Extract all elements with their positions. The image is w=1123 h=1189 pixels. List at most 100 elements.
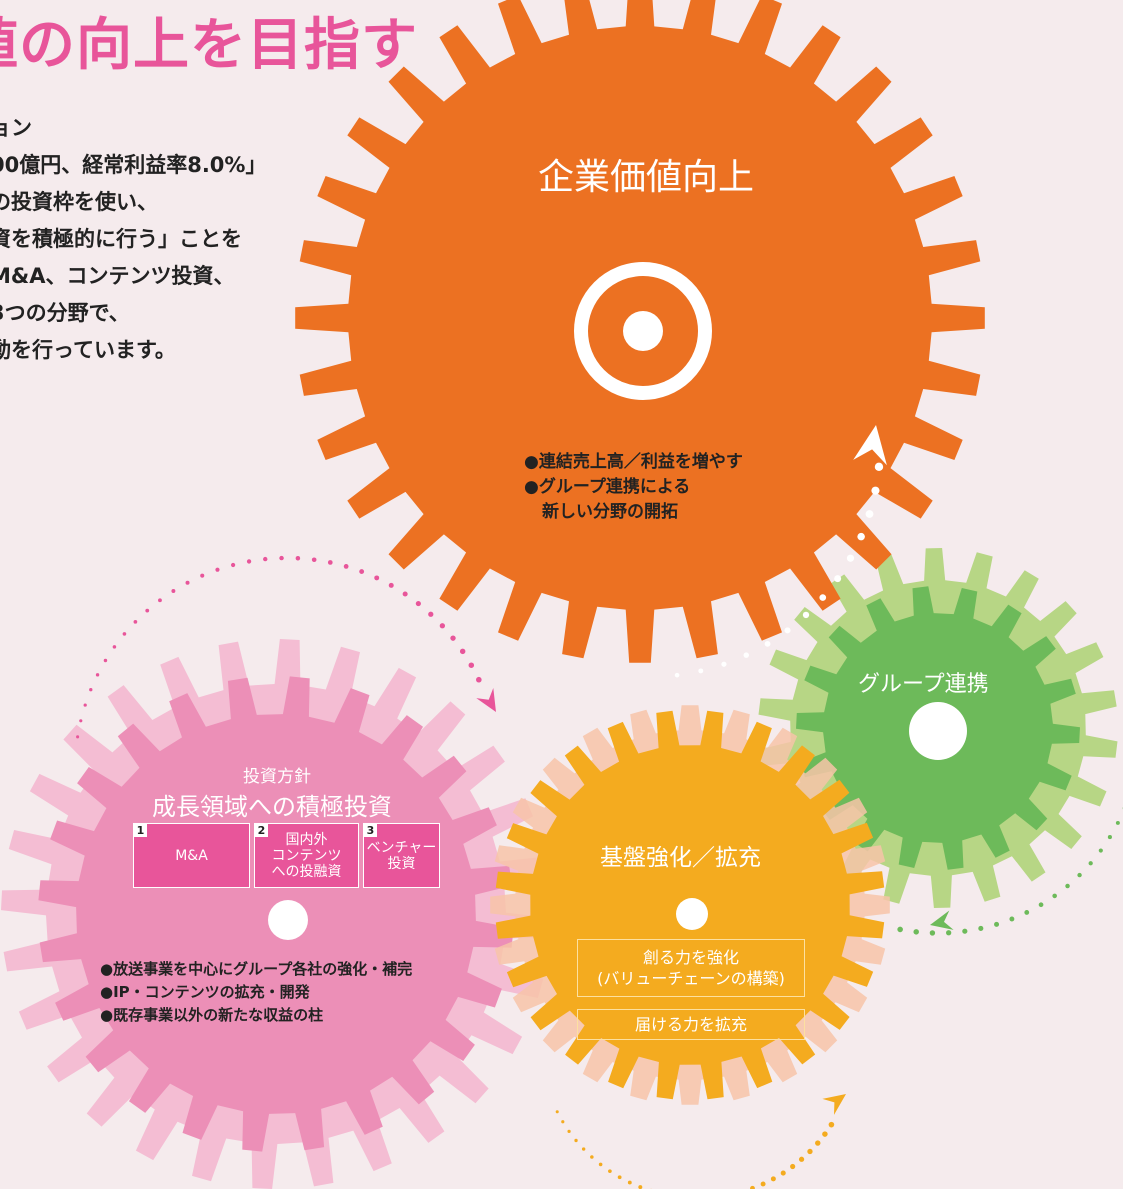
pink-cycle-arrow-dot	[215, 567, 220, 572]
base-box-create: 創る力を強化 (バリューチェーンの構築)	[577, 939, 805, 997]
pink-cycle-arrow-dot	[388, 582, 394, 588]
green-cycle-arrow-dot	[1098, 848, 1103, 853]
group-gear-label: グループ連携	[858, 672, 989, 697]
yellow-cycle-arrow-dot	[828, 1121, 835, 1128]
base-gear-label: 基盤強化／拡充	[600, 845, 761, 871]
green-cycle-arrow-dot	[929, 930, 936, 936]
pink-cycle-arrow-dot	[89, 688, 93, 692]
yellow-cycle-arrow-dot	[561, 1120, 565, 1124]
pink-cycle-arrow-dot	[295, 556, 301, 561]
yellow-cycle-arrow-dot	[574, 1138, 578, 1143]
pink-cycle-arrow-dot	[103, 658, 108, 663]
box-number: 2	[255, 824, 268, 837]
yellow-cycle-arrow-dot	[770, 1176, 776, 1182]
green-cycle-arrow-dot	[962, 928, 968, 934]
pink-cycle-arrow-dot	[95, 673, 100, 677]
main-cycle-arrow-dot	[802, 611, 810, 619]
base-box-deliver: 届ける力を拡充	[577, 1009, 805, 1040]
green-cycle-arrow-dot	[1088, 861, 1093, 866]
intro-line: 3つの分野で、	[0, 301, 130, 325]
pink-cycle-arrow-dot	[246, 559, 252, 564]
yellow-cycle-arrow-dot	[807, 1148, 813, 1155]
main-gear-bullets: ●連結売上高／利益を増やす ●グループ連携による 新しい分野の開拓	[524, 450, 743, 525]
invest-gear-label: 成長領域への積極投資	[152, 793, 392, 821]
pink-cycle-arrow-dot	[450, 635, 456, 641]
box-text: ベンチャー 投資	[366, 839, 437, 872]
target-ring-icon	[574, 262, 712, 400]
bullet-item: ●グループ連携による	[524, 477, 691, 497]
pink-cycle-arrow-dot	[200, 573, 205, 578]
pink-cycle-arrow-dot	[415, 601, 421, 607]
yellow-cycle-arrow-dot	[627, 1180, 632, 1185]
invest-gear-sublabel: 投資方針	[243, 767, 311, 787]
bullet-item: ●IP・コンテンツの拡充・開発	[100, 983, 310, 1001]
yellow-cycle-arrow-dot	[798, 1156, 805, 1162]
main-cycle-arrow-dot	[721, 661, 727, 667]
yellow-cycle-arrow-dot	[760, 1181, 766, 1187]
pink-cycle-arrowhead-icon	[476, 688, 496, 712]
green-cycle-arrow-dot	[1065, 883, 1070, 889]
bullet-item: ●連結売上高／利益を増やす	[524, 452, 743, 472]
pink-cycle-arrow-dot	[374, 575, 380, 581]
yellow-cycle-arrow-dot	[790, 1163, 796, 1170]
investment-box-ma: 1 M&A	[133, 823, 250, 888]
pink-cycle-arrow-dot	[439, 623, 446, 629]
main-cycle-arrowhead-icon	[853, 425, 887, 466]
pink-cycle-arrow-dot	[83, 703, 87, 707]
pink-cycle-arrow-dot	[459, 648, 466, 655]
bullet-item: 新しい分野の開拓	[542, 502, 678, 522]
pink-cycle-arrow-dot	[145, 608, 150, 613]
pink-cycle-arrow-dot	[263, 556, 268, 562]
green-cycle-arrow-dot	[913, 929, 919, 935]
main-cycle-arrow-dot	[784, 627, 791, 634]
pink-cycle-arrow-dot	[76, 735, 80, 739]
pink-cycle-arrow-dot	[79, 719, 83, 723]
yellow-cycle-arrow-dot	[608, 1169, 612, 1174]
investment-box-venture: 3 ベンチャー 投資	[363, 823, 440, 888]
pink-cycle-arrow-dot	[279, 555, 284, 561]
page-title: 値の向上を目指す	[0, 13, 418, 78]
target-center-icon	[623, 311, 663, 351]
pink-cycle-arrow-dot	[133, 619, 138, 624]
pink-cycle-arrow-dot	[122, 632, 127, 636]
main-cycle-arrow-dot	[819, 594, 827, 601]
pink-cycle-arrow-dot	[476, 676, 482, 683]
yellow-cycle-arrow-dot	[617, 1175, 622, 1180]
pink-cycle-arrow-dot	[311, 557, 317, 563]
pink-cycle-arrow-dot	[343, 564, 349, 569]
yellow-cycle-arrow-dot	[581, 1147, 586, 1151]
main-cycle-arrow-dot	[865, 510, 874, 518]
main-cycle-arrow-dot	[874, 462, 884, 472]
pink-cycle-arrow-dot	[402, 591, 408, 597]
yellow-cycle-arrowhead-icon	[822, 1094, 846, 1115]
pink-cycle-arrow-dot	[230, 562, 236, 568]
yellow-cycle-arrow-dot	[815, 1140, 821, 1146]
pink-cycle-arrow-dot	[171, 589, 176, 593]
main-gear-label: 企業価値向上	[538, 157, 755, 198]
box-text: 国内外 コンテンツ への投融資	[271, 831, 342, 880]
pink-cycle-arrow-dot	[112, 645, 117, 649]
pink-cycle-arrow-dot	[428, 611, 434, 617]
intro-line: ョン	[0, 116, 32, 140]
intro-line: 00億円、経常利益率8.0%」	[0, 153, 267, 177]
intro-text: ョン 00億円、経常利益率8.0%」 の投資枠を使い、 資を積極的に行う」ことを…	[0, 110, 266, 369]
bullet-item: ●既存事業以外の新たな収益の柱	[100, 1006, 324, 1024]
pink-cycle-arrow-dot	[468, 662, 475, 668]
pink-cycle-arrow-dot	[185, 580, 190, 585]
green-cycle-arrow-dot	[946, 930, 952, 936]
green-cycle-arrow-dot	[1038, 902, 1044, 908]
main-cycle-arrow-dot	[834, 575, 842, 583]
yellow-gear-hole	[676, 898, 708, 930]
bullet-item: ●放送事業を中心にグループ各社の強化・補完	[100, 960, 413, 978]
green-cycle-arrow-dot	[1009, 916, 1015, 922]
box-text: M&A	[175, 847, 208, 864]
main-cycle-arrow-dot	[674, 672, 680, 678]
box-number: 1	[134, 824, 147, 837]
green-cycle-arrow-dot	[978, 925, 984, 931]
main-cycle-arrow-dot	[764, 640, 771, 647]
yellow-cycle-arrow-dot	[598, 1162, 603, 1167]
green-cycle-arrow-dot	[1115, 820, 1120, 825]
intro-line: の投資枠を使い、	[0, 190, 158, 214]
